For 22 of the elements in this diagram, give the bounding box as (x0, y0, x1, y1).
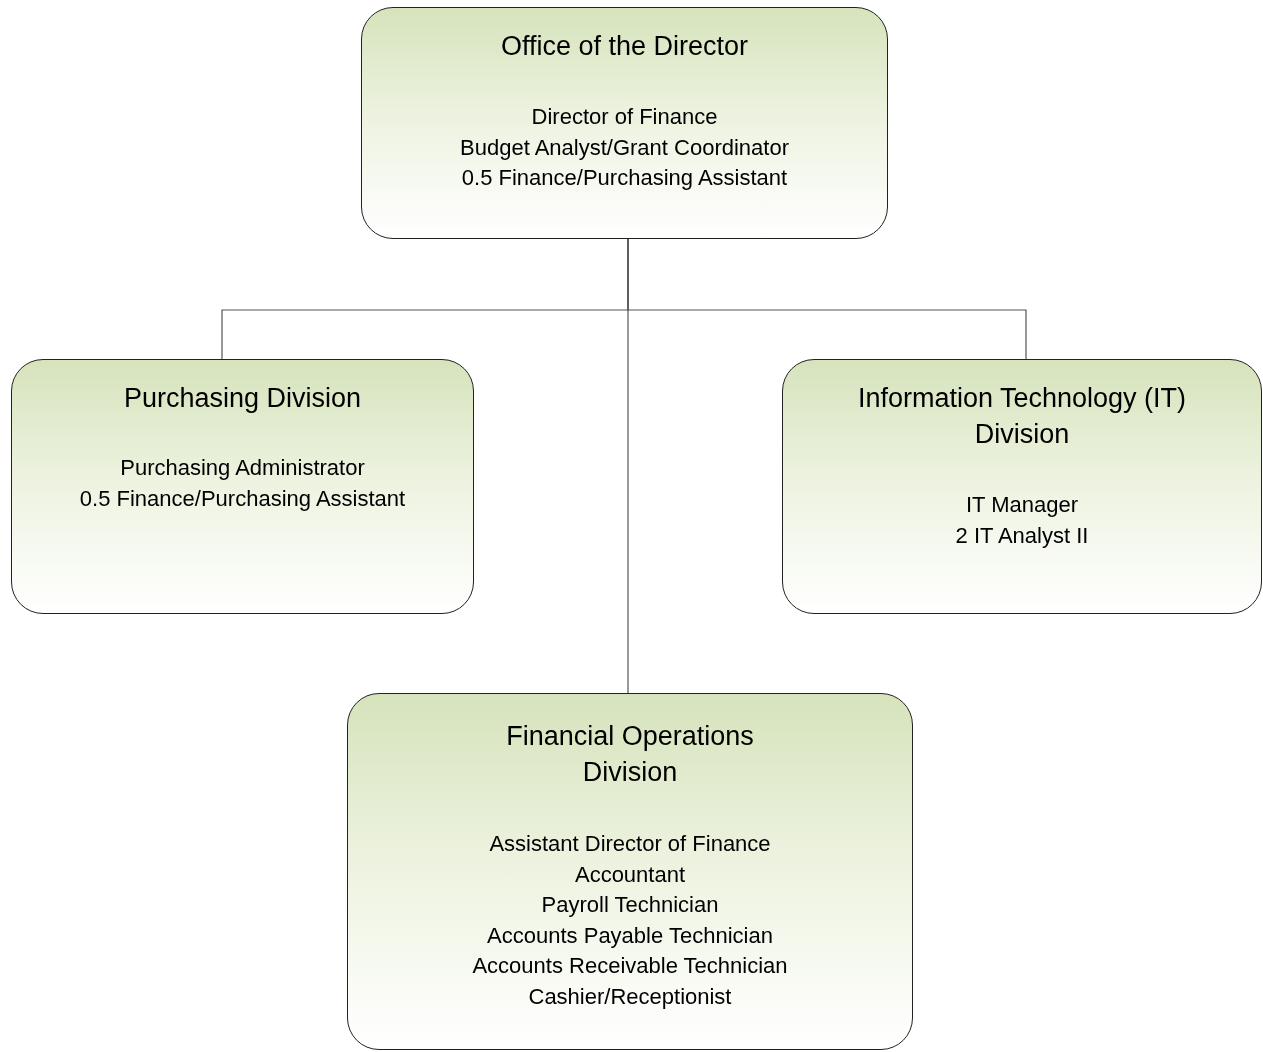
staff-position: Cashier/Receptionist (528, 982, 732, 1011)
staff-position: IT Manager (965, 491, 1079, 519)
connector-line (627, 238, 629, 694)
division-title: Information Technology (IT) Division (856, 382, 1188, 451)
division-box (11, 359, 474, 614)
staff-position: Budget Analyst/Grant Coordinator (460, 133, 789, 162)
staff-position: Purchasing Administrator (120, 454, 365, 482)
staff-position: Accounts Payable Technician (487, 921, 773, 950)
staff-position: Assistant Director of Finance (489, 830, 771, 858)
division-box (361, 7, 888, 239)
staff-position: 2 IT Analyst II (955, 521, 1089, 550)
staff-position: Payroll Technician (541, 891, 719, 919)
staff-position: 0.5 Finance/Purchasing Assistant (461, 164, 788, 192)
staff-position: Accounts Receivable Technician (472, 952, 788, 980)
division-title: Financial Operations Division (505, 720, 755, 789)
division-box (347, 693, 913, 1050)
division-box (782, 359, 1262, 614)
staff-position: Director of Finance (531, 103, 718, 131)
division-title: Purchasing Division (123, 382, 362, 415)
division-title: Office of the Director (500, 30, 749, 63)
staff-position: 0.5 Finance/Purchasing Assistant (79, 484, 406, 513)
staff-position: Accountant (574, 860, 686, 889)
